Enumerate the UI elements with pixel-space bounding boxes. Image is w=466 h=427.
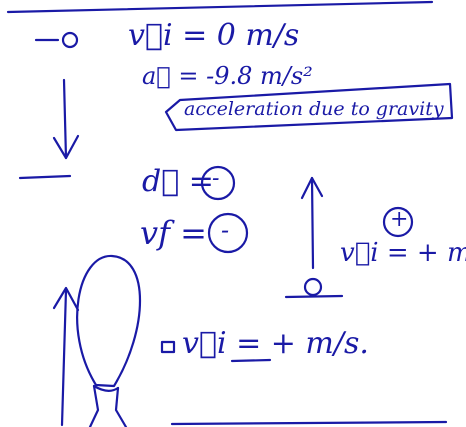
displacement-sign: - <box>212 166 220 191</box>
positive-sign: + <box>390 207 409 232</box>
up-arrow-shaft <box>310 176 315 270</box>
right-ground-line <box>284 294 344 299</box>
final-velocity-circle <box>207 212 249 254</box>
top-rule-line <box>6 0 434 14</box>
left-ground-line <box>18 174 72 180</box>
positive-circle <box>382 206 414 238</box>
vi-positive-text: v⃗i = + m/s <box>340 238 466 268</box>
acceleration-text: a⃗ = -9.8 m/s² <box>142 62 313 90</box>
bottom-rule-line <box>170 420 448 426</box>
vi-zero-text: v⃗i = 0 m/s <box>128 18 300 53</box>
down-arrow-shaft <box>62 78 68 160</box>
gravity-box <box>164 82 454 132</box>
balloon-loop <box>76 254 142 388</box>
final-velocity-text: vf = <box>140 214 207 252</box>
gravity-box-text: acceleration due to gravity <box>184 98 444 120</box>
long-up-arrow-head <box>52 286 80 312</box>
long-up-arrow-shaft <box>60 288 68 427</box>
vi-bottom-text: v⃗i = + m/s. <box>182 326 369 361</box>
down-arrow-head <box>52 134 80 160</box>
cup-shape <box>88 384 100 427</box>
up-ball-circle <box>303 277 323 297</box>
cup-rim <box>92 384 120 392</box>
cup-shape-right <box>114 386 128 427</box>
final-velocity-sign: - <box>221 216 230 244</box>
up-arrow-head <box>300 176 324 200</box>
displacement-circle <box>200 165 236 201</box>
displacement-text: d⃗ = <box>142 164 214 199</box>
ball-circle <box>61 31 79 49</box>
plus-underline <box>230 358 272 363</box>
checkbox-square <box>160 340 176 354</box>
